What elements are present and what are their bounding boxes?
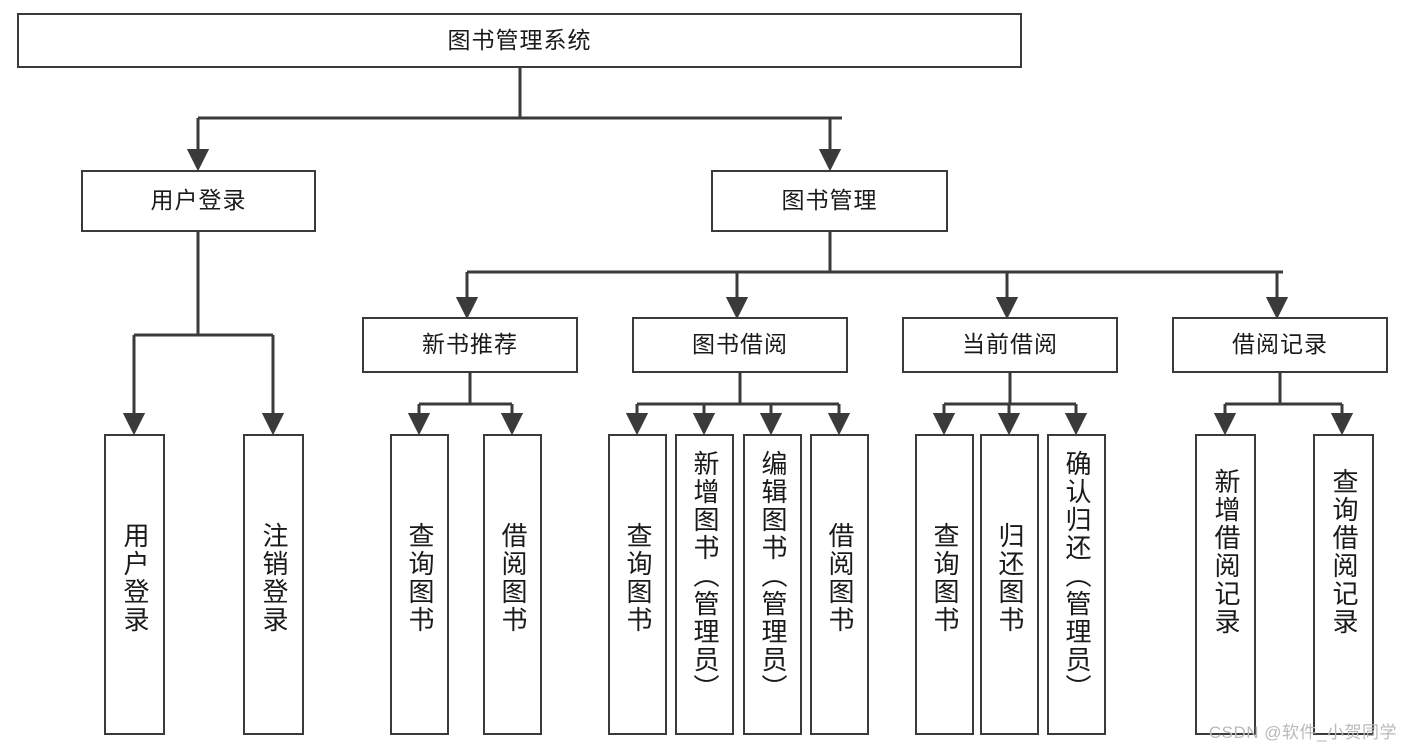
node-borrow-records[interactable]: 借阅记录 bbox=[1172, 317, 1388, 373]
leaf-query-borrow-record[interactable]: 查询借阅记录 bbox=[1313, 434, 1374, 735]
node-label: 查询图书 bbox=[623, 522, 654, 634]
leaf-borrow-book-recommend[interactable]: 借阅图书 bbox=[483, 434, 542, 735]
node-current-borrow[interactable]: 当前借阅 bbox=[902, 317, 1118, 373]
leaf-return-book[interactable]: 归还图书 bbox=[980, 434, 1039, 735]
node-label: 编辑图书（管理员） bbox=[758, 450, 789, 702]
node-root-system[interactable]: 图书管理系统 bbox=[17, 13, 1022, 68]
node-label: 当前借阅 bbox=[962, 331, 1058, 358]
leaf-query-book-borrow[interactable]: 查询图书 bbox=[608, 434, 667, 735]
node-label: 图书借阅 bbox=[692, 331, 788, 358]
leaf-query-book-recommend[interactable]: 查询图书 bbox=[390, 434, 449, 735]
leaf-add-book-admin[interactable]: 新增图书（管理员） bbox=[675, 434, 734, 735]
leaf-user-login[interactable]: 用户登录 bbox=[104, 434, 165, 735]
node-label: 确认归还（管理员） bbox=[1062, 450, 1093, 702]
node-label: 用户登录 bbox=[120, 522, 151, 634]
node-label: 借阅记录 bbox=[1232, 331, 1328, 358]
leaf-query-book-current[interactable]: 查询图书 bbox=[915, 434, 974, 735]
leaf-confirm-return-admin[interactable]: 确认归还（管理员） bbox=[1047, 434, 1106, 735]
node-label: 注销登录 bbox=[259, 522, 290, 634]
node-label: 图书管理系统 bbox=[447, 26, 592, 53]
node-label: 归还图书 bbox=[995, 522, 1026, 634]
node-label: 查询图书 bbox=[405, 522, 436, 634]
csdn-watermark: CSDN @软件_小贺同学 bbox=[1208, 723, 1397, 742]
node-new-book-recommend[interactable]: 新书推荐 bbox=[362, 317, 578, 373]
leaf-user-logout[interactable]: 注销登录 bbox=[243, 434, 304, 735]
node-label: 新增图书（管理员） bbox=[690, 450, 721, 702]
node-label: 借阅图书 bbox=[498, 522, 529, 634]
node-label: 新增借阅记录 bbox=[1211, 468, 1242, 636]
leaf-edit-book-admin[interactable]: 编辑图书（管理员） bbox=[743, 434, 802, 735]
node-label: 用户登录 bbox=[150, 187, 247, 214]
node-label: 查询借阅记录 bbox=[1329, 468, 1360, 636]
node-label: 借阅图书 bbox=[825, 522, 856, 634]
node-label: 图书管理 bbox=[781, 187, 878, 214]
node-book-management[interactable]: 图书管理 bbox=[711, 170, 948, 232]
leaf-borrow-book[interactable]: 借阅图书 bbox=[810, 434, 869, 735]
leaf-add-borrow-record[interactable]: 新增借阅记录 bbox=[1195, 434, 1256, 735]
node-label: 查询图书 bbox=[930, 522, 961, 634]
node-user-login[interactable]: 用户登录 bbox=[81, 170, 316, 232]
node-label: 新书推荐 bbox=[422, 331, 518, 358]
node-book-borrow[interactable]: 图书借阅 bbox=[632, 317, 848, 373]
